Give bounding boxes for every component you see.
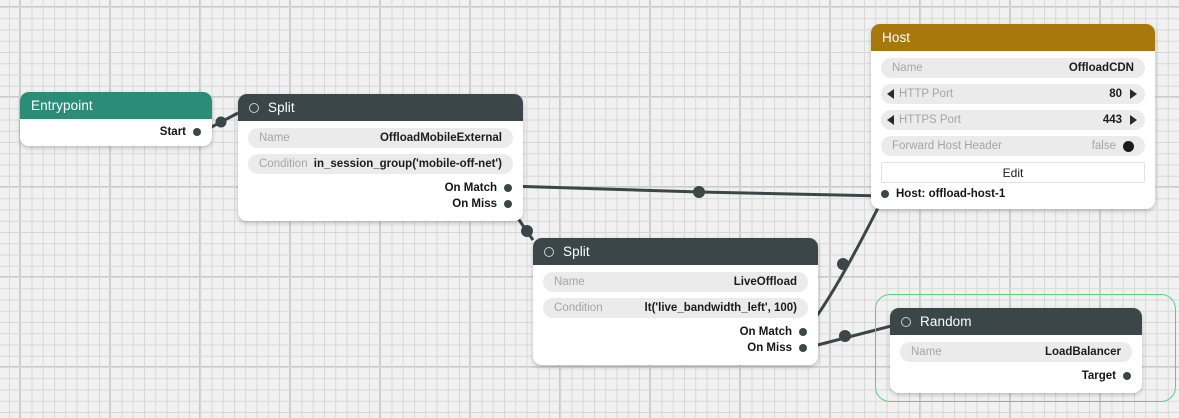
node-split-liveoffload[interactable]: Split Name LiveOffload Condition lt('liv… bbox=[533, 238, 818, 365]
field-label: HTTP Port bbox=[899, 88, 954, 100]
field-value: OffloadMobileExternal bbox=[379, 132, 502, 144]
port-dot-icon[interactable] bbox=[881, 190, 889, 198]
node-split-offloadmobileexternal[interactable]: Split Name OffloadMobileExternal Conditi… bbox=[238, 94, 523, 221]
port-dot-icon[interactable] bbox=[799, 344, 807, 352]
node-random-title: Random bbox=[920, 314, 972, 329]
field-label: Name bbox=[892, 62, 923, 74]
field-https-port[interactable]: HTTPS Port 443 bbox=[881, 110, 1145, 130]
node-split-mobile-header[interactable]: Split bbox=[238, 94, 523, 121]
node-host-body: Name OffloadCDN HTTP Port 80 HTTPS Port … bbox=[871, 51, 1155, 209]
port-label: Start bbox=[159, 126, 186, 138]
port-entrypoint-start[interactable]: Start bbox=[30, 124, 202, 140]
circle-icon bbox=[544, 246, 554, 257]
port-split-mobile-on-match[interactable]: On Match bbox=[248, 180, 513, 196]
port-split-mobile-on-miss[interactable]: On Miss bbox=[248, 196, 513, 212]
field-label: Name bbox=[554, 276, 585, 288]
field-label: Name bbox=[911, 346, 942, 358]
chevron-left-icon[interactable] bbox=[887, 115, 894, 125]
field-name[interactable]: Name OffloadCDN bbox=[881, 58, 1145, 78]
node-split-mobile-title: Split bbox=[268, 100, 295, 115]
port-dot-icon[interactable] bbox=[504, 184, 512, 192]
field-value: LiveOffload bbox=[733, 276, 797, 288]
field-value: LoadBalancer bbox=[1044, 346, 1121, 358]
node-entrypoint-title: Entrypoint bbox=[31, 98, 93, 113]
field-value: 443 bbox=[1102, 114, 1122, 126]
port-label: Target bbox=[1081, 370, 1116, 382]
toggle-value: false bbox=[1091, 140, 1116, 152]
circle-icon bbox=[249, 102, 259, 113]
port-dot-icon[interactable] bbox=[1123, 372, 1131, 380]
field-condition[interactable]: Condition in_session_group('mobile-off-n… bbox=[248, 154, 513, 174]
field-value: in_session_group('mobile-off-net') bbox=[313, 158, 502, 170]
field-label: Forward Host Header bbox=[892, 140, 1002, 152]
node-split-live-header[interactable]: Split bbox=[533, 238, 818, 265]
field-name[interactable]: Name LiveOffload bbox=[543, 272, 808, 292]
port-label: On Miss bbox=[452, 198, 497, 210]
node-entrypoint-body: Start bbox=[20, 119, 212, 146]
port-label: On Match bbox=[739, 326, 792, 338]
node-split-live-title: Split bbox=[563, 244, 590, 259]
node-split-live-body: Name LiveOffload Condition lt('live_band… bbox=[533, 265, 818, 365]
field-forward-host-header[interactable]: Forward Host Header false bbox=[881, 136, 1145, 156]
field-label: Condition bbox=[554, 302, 603, 314]
field-label: Condition bbox=[259, 158, 308, 170]
port-dot-icon[interactable] bbox=[504, 200, 512, 208]
port-dot-icon[interactable] bbox=[193, 128, 201, 136]
toggle-icon[interactable] bbox=[1123, 140, 1134, 152]
chevron-right-icon[interactable] bbox=[1130, 115, 1137, 125]
input-host-offload-host-1[interactable]: Host: offload-host-1 bbox=[881, 188, 1145, 200]
node-host-title: Host bbox=[882, 30, 911, 45]
port-split-live-on-match[interactable]: On Match bbox=[543, 324, 808, 340]
field-name[interactable]: Name OffloadMobileExternal bbox=[248, 128, 513, 148]
field-name[interactable]: Name LoadBalancer bbox=[900, 342, 1132, 362]
port-random-target[interactable]: Target bbox=[900, 368, 1132, 384]
field-condition[interactable]: Condition lt('live_bandwidth_left', 100) bbox=[543, 298, 808, 318]
field-http-port[interactable]: HTTP Port 80 bbox=[881, 84, 1145, 104]
chevron-left-icon[interactable] bbox=[887, 89, 894, 99]
node-random-body: Name LoadBalancer Target bbox=[890, 335, 1142, 393]
node-host-offloadcdn[interactable]: Host Name OffloadCDN HTTP Port 80 HTTPS … bbox=[871, 24, 1155, 209]
input-label: Host: offload-host-1 bbox=[896, 188, 1006, 200]
node-split-mobile-body: Name OffloadMobileExternal Condition in_… bbox=[238, 121, 523, 221]
port-label: On Miss bbox=[747, 342, 792, 354]
node-entrypoint-header[interactable]: Entrypoint bbox=[20, 92, 212, 119]
field-value: 80 bbox=[1109, 88, 1122, 100]
port-label: On Match bbox=[444, 182, 497, 194]
field-label: HTTPS Port bbox=[899, 114, 961, 126]
field-value: OffloadCDN bbox=[1068, 62, 1134, 74]
node-host-header[interactable]: Host bbox=[871, 24, 1155, 51]
field-label: Name bbox=[259, 132, 290, 144]
field-value: lt('live_bandwidth_left', 100) bbox=[644, 302, 797, 314]
node-entrypoint[interactable]: Entrypoint Start bbox=[20, 92, 212, 146]
node-random-loadbalancer[interactable]: Random Name LoadBalancer Target bbox=[890, 308, 1142, 393]
edit-button[interactable]: Edit bbox=[881, 162, 1145, 183]
port-dot-icon[interactable] bbox=[799, 328, 807, 336]
port-split-live-on-miss[interactable]: On Miss bbox=[543, 340, 808, 356]
chevron-right-icon[interactable] bbox=[1130, 89, 1137, 99]
circle-icon bbox=[901, 316, 911, 327]
node-random-header[interactable]: Random bbox=[890, 308, 1142, 335]
